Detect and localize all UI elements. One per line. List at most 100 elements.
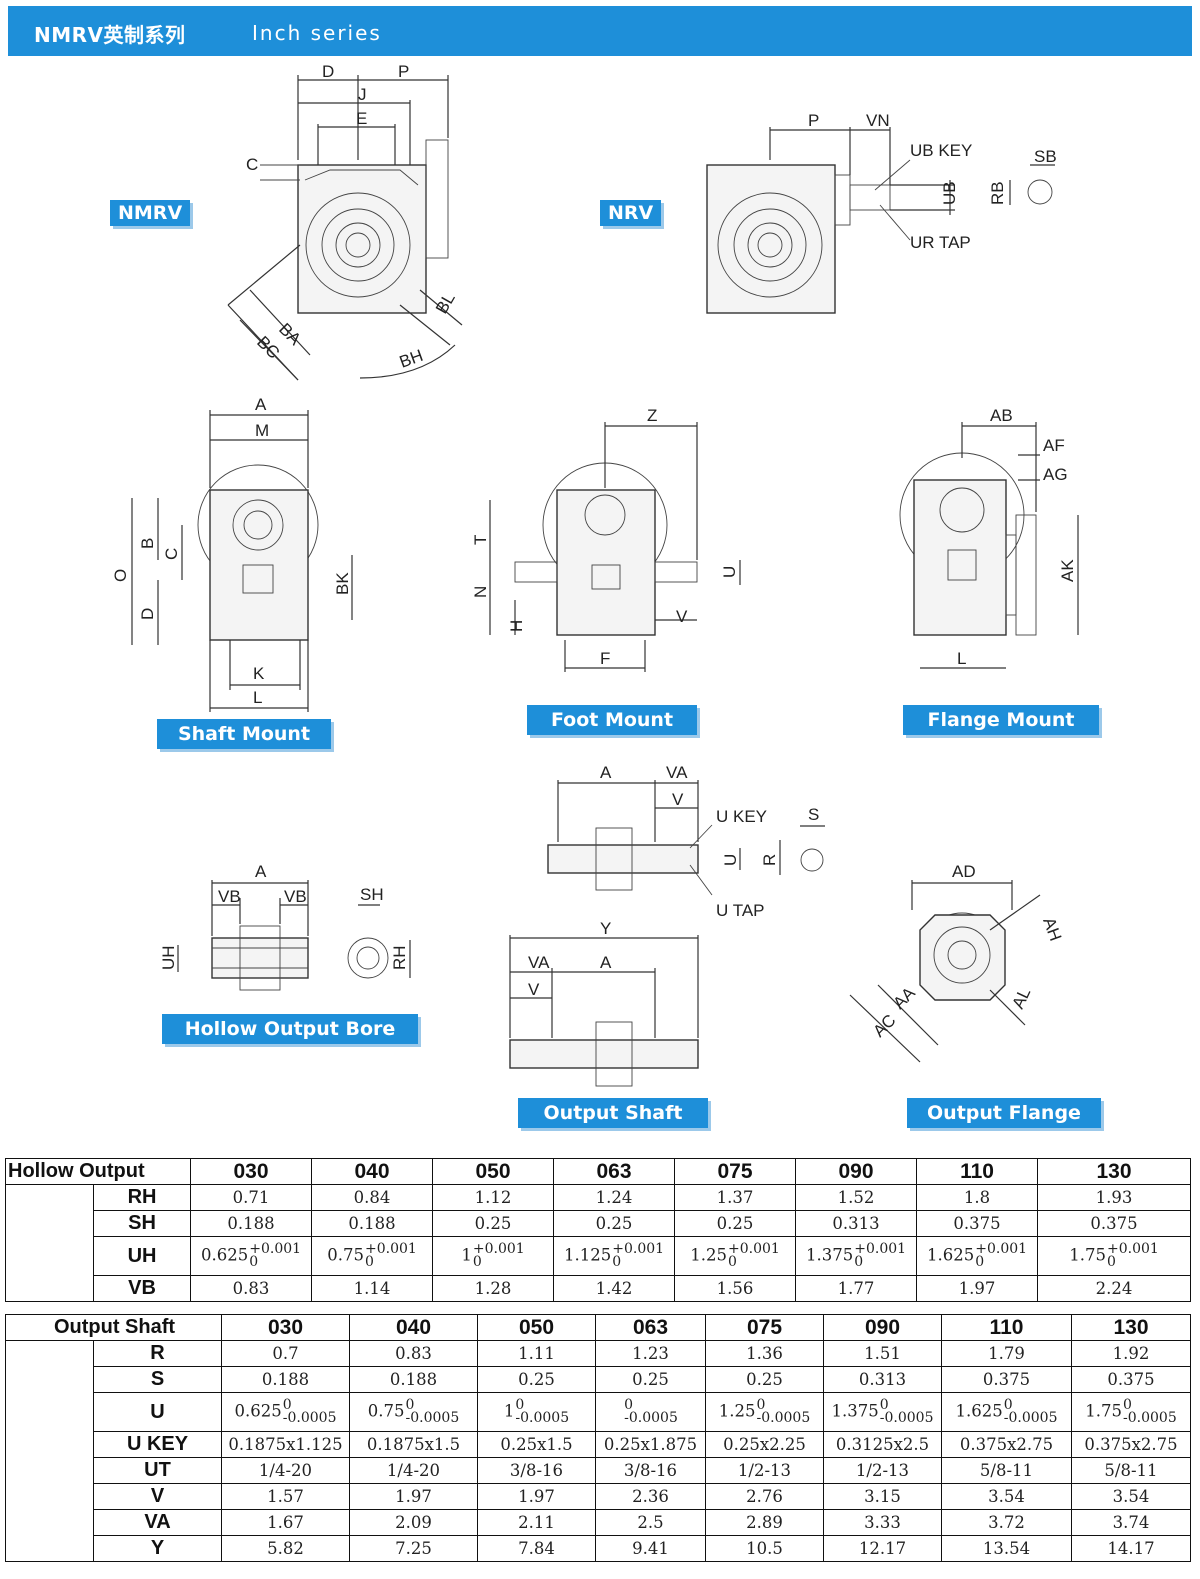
table-cell: 3.15	[823, 1483, 942, 1510]
table-cell: 0.25	[553, 1210, 676, 1237]
table-row: S 0.188 0.188 0.25 0.25 0.25 0.313 0.375…	[5, 1366, 1191, 1393]
table-cell: 9.41	[595, 1535, 706, 1562]
table-cell: 0.188	[221, 1366, 350, 1393]
dim-u-tap: U TAP	[716, 901, 765, 920]
dim-b: B	[138, 538, 157, 549]
table-row: SH 0.188 0.188 0.25 0.25 0.25 0.313 0.37…	[5, 1210, 1192, 1237]
table-cell: 0.71	[190, 1184, 313, 1211]
table-cell: 2.5	[595, 1509, 706, 1536]
dim-a-shaft-out: A	[600, 763, 612, 782]
table-cell: 3/8-16	[477, 1457, 596, 1484]
foot-mount-drawing: Z T N H U V F	[471, 406, 741, 672]
col-110: 110	[916, 1158, 1039, 1185]
dim-f: F	[600, 649, 610, 668]
nmrv-drawing: D P J E C BA BC BH BL	[227, 62, 463, 381]
table-cell: 5/8-11	[1071, 1457, 1191, 1484]
table-cell: 1.97	[349, 1483, 478, 1510]
table-cell: 1.92	[1071, 1340, 1191, 1367]
table-cell: 1.79	[941, 1340, 1072, 1367]
dim-j: J	[358, 85, 367, 104]
table-cell: 5.82	[221, 1535, 350, 1562]
dim-va: VA	[666, 763, 688, 782]
table-cell: 0.25	[477, 1366, 596, 1393]
table-cell: 0.375	[941, 1366, 1072, 1393]
table-cell: 0.3125x2.5	[823, 1431, 942, 1458]
output-flange-label: Output Flange	[907, 1098, 1101, 1128]
table-cell: 3.74	[1071, 1509, 1191, 1536]
table-cell: 1.77	[795, 1275, 918, 1302]
dim-z: Z	[647, 406, 657, 425]
shaft-mount-label: Shaft Mount	[157, 719, 331, 749]
dim-ak: AK	[1058, 559, 1077, 582]
table-cell: 3.33	[823, 1509, 942, 1536]
row-label: R	[93, 1340, 222, 1367]
dim-u-key: U KEY	[716, 807, 767, 826]
output-shaft-drawing: A VA V U KEY U R S U TAP	[547, 763, 825, 920]
dim-ub-key: UB KEY	[910, 141, 972, 160]
dim-va-2: VA	[528, 953, 550, 972]
table-cell: 3.54	[941, 1483, 1072, 1510]
dim-ab: AB	[990, 406, 1013, 425]
col-075: 075	[674, 1158, 797, 1185]
table-cell: 1.56	[674, 1275, 797, 1302]
table-cell: 2.09	[349, 1509, 478, 1536]
col-090: 090	[795, 1158, 918, 1185]
table-cell: 0.25	[595, 1366, 706, 1393]
table-cell: 12.17	[823, 1535, 942, 1562]
nmrv-label: NMRV	[110, 200, 191, 226]
dim-c-shaft: C	[162, 548, 181, 560]
table-cell: 3/8-16	[595, 1457, 706, 1484]
table-cell: 0.25x2.25	[705, 1431, 824, 1458]
dim-sh: SH	[360, 885, 384, 904]
table-cell: 14.17	[1071, 1535, 1191, 1562]
dim-ub: UB	[940, 181, 959, 205]
output-shaft-label: Output Shaft	[518, 1098, 708, 1128]
dim-nrv-p: P	[808, 111, 819, 130]
dim-a-2: A	[600, 953, 612, 972]
row-label: UH	[92, 1236, 192, 1276]
dim-v-shaft: V	[672, 790, 684, 809]
title-cn: NMRV英制系列	[34, 23, 186, 47]
table-cell: 1.11	[477, 1340, 596, 1367]
dim-t: T	[471, 535, 490, 545]
dim-ad: AD	[952, 862, 976, 881]
table-cell: 0.84	[311, 1184, 434, 1211]
dim-rb: RB	[988, 181, 1007, 205]
table-cell: 0.375	[1071, 1366, 1191, 1393]
dim-r: R	[760, 854, 779, 866]
flange-mount-label: Flange Mount	[903, 705, 1099, 735]
dim-bl: BL	[432, 289, 459, 317]
table-cell: 1.8	[916, 1184, 1039, 1211]
table-cell: 10.5	[705, 1535, 824, 1562]
shaft-header-row: Output Shaft 030 040 050 063 075 090 110…	[5, 1314, 1191, 1341]
dim-m: M	[255, 421, 269, 440]
table-cell: 0.188	[311, 1210, 434, 1237]
table-row: U KEY 0.1875x1.125 0.1875x1.5 0.25x1.5 0…	[5, 1431, 1191, 1458]
table-cell: 1.51	[823, 1340, 942, 1367]
table-cell: 1.14	[311, 1275, 434, 1302]
table-cell: 1.57	[221, 1483, 350, 1510]
table-row: RH 0.71 0.84 1.12 1.24 1.37 1.52 1.8 1.9…	[5, 1184, 1192, 1211]
table-row: VB 0.83 1.14 1.28 1.42 1.56 1.77 1.97 2.…	[5, 1275, 1192, 1302]
col-040: 040	[311, 1158, 434, 1185]
table-cell: 1/2-13	[705, 1457, 824, 1484]
dim-af: AF	[1043, 436, 1065, 455]
shaft-corner: Output Shaft	[5, 1314, 222, 1341]
dim-d-shaft: D	[138, 608, 157, 620]
table-cell: 2.89	[705, 1509, 824, 1536]
hollow-corner: Hollow Output	[4, 1158, 192, 1185]
dim-ah: AH	[1039, 915, 1065, 944]
table-row: R 0.7 0.83 1.11 1.23 1.36 1.51 1.79 1.92	[5, 1340, 1191, 1367]
row-label: SH	[92, 1210, 192, 1237]
header-bar: NMRV英制系列 Inch series	[8, 6, 1192, 56]
dim-vb-2: VB	[284, 887, 307, 906]
hollow-bore-drawing: A VB VB UH SH RH	[159, 862, 411, 991]
dim-o: O	[111, 569, 130, 582]
